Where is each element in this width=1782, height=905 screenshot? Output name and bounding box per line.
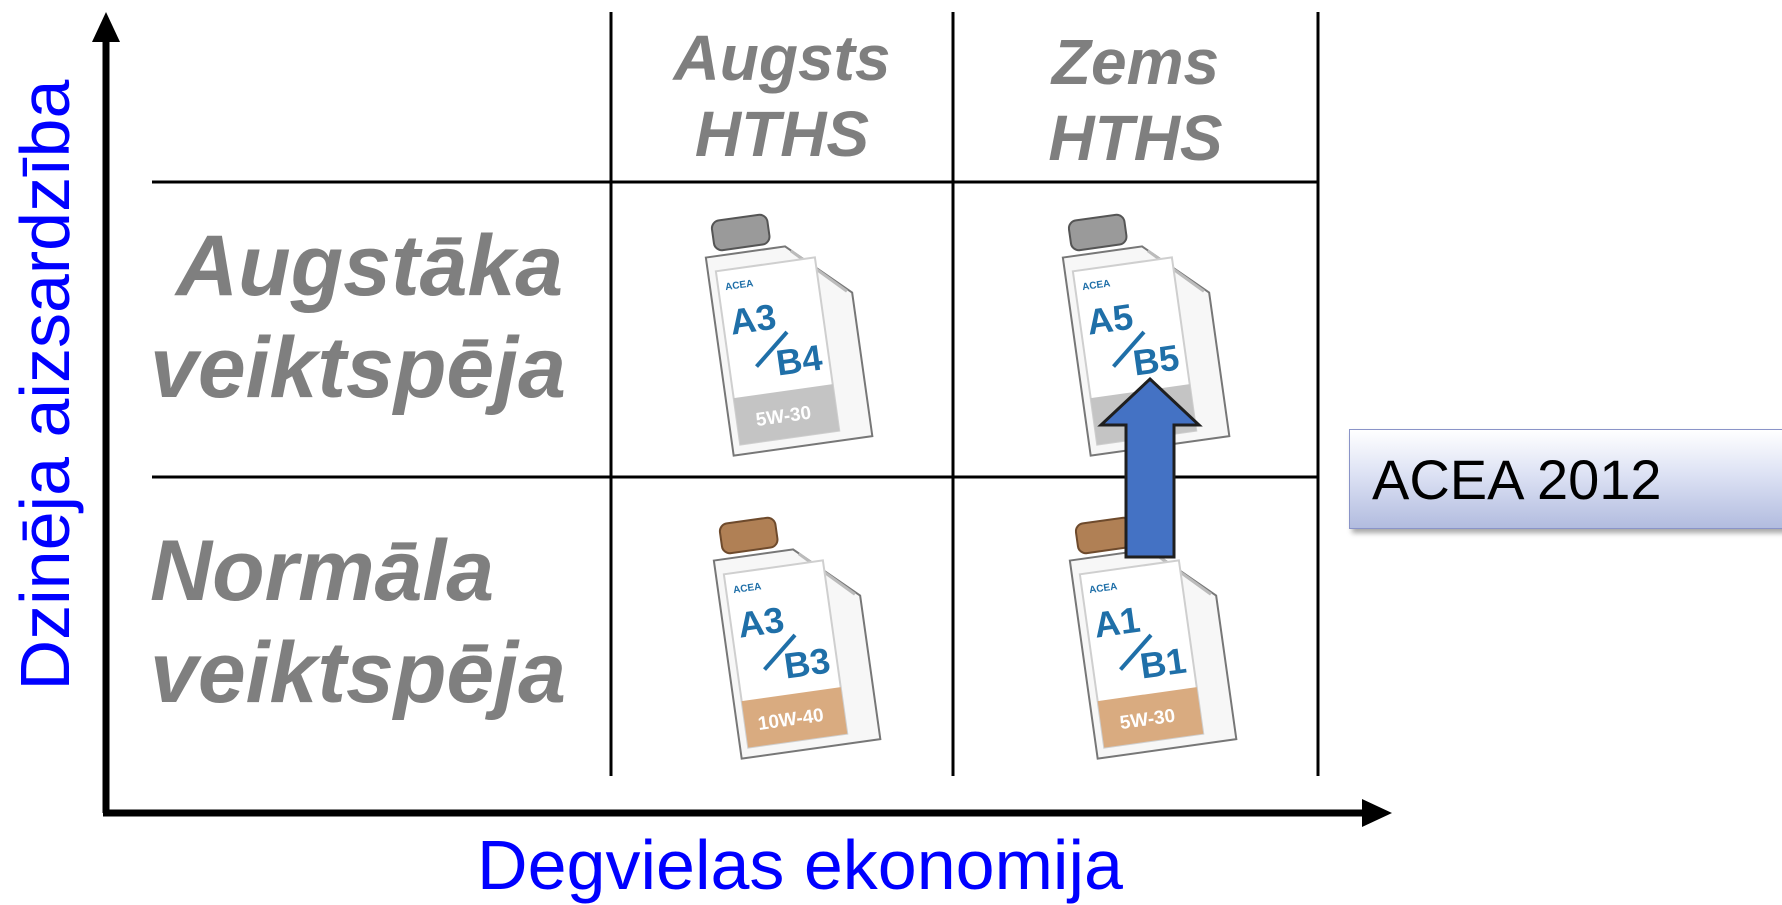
row-header-line: veiktspēja — [150, 320, 566, 416]
column-header-line: HTHS — [694, 98, 870, 170]
bottle-brand-text: ACEA — [1088, 581, 1118, 596]
column-header-line: Zems — [1051, 26, 1220, 98]
bottle-code-b: B3 — [781, 640, 832, 687]
bottle-viscosity-band — [741, 687, 848, 748]
bottle-code-slash — [755, 330, 789, 368]
bottle-code-a: A5 — [1084, 296, 1135, 343]
bottle-code-a: A3 — [735, 599, 786, 646]
row-header-line: Normāla — [150, 523, 495, 619]
bottle-cap — [710, 213, 771, 252]
bottle-brand-text: ACEA — [1081, 278, 1111, 293]
bottle-code-b: B5 — [1130, 337, 1181, 384]
column-header-line: Augsts — [673, 22, 891, 94]
y-axis-arrowhead — [92, 12, 120, 42]
bottle-code-b: B1 — [1137, 640, 1188, 687]
y-axis-label: Dzinēja aizsardzība — [6, 79, 84, 691]
bottle-handle — [789, 249, 848, 293]
x-axis-arrowhead — [1362, 799, 1392, 827]
upgrade-arrow — [1097, 376, 1203, 559]
bottle-code-a: A3 — [727, 296, 778, 343]
bottle-cap — [1067, 213, 1128, 252]
upgrade-arrow-shape — [1097, 376, 1203, 559]
column-header-low-hths: Zems HTHS — [953, 24, 1318, 176]
bottle-brand-text: ACEA — [732, 581, 762, 596]
bottle-handle — [1146, 249, 1205, 293]
acea-2012-label: ACEA 2012 — [1372, 448, 1662, 511]
bottle-code-slash — [1119, 633, 1153, 671]
bottle-code-slash — [1112, 330, 1146, 368]
bottle-a5-b5: ACEA A5 B5 5W-30 — [1061, 213, 1231, 457]
bottle-code-a: A1 — [1091, 599, 1142, 646]
column-header-high-hths: Augsts HTHS — [611, 20, 953, 172]
bottle-a3-b3: ACEA A3 B3 10W-40 — [712, 516, 882, 760]
bottle-cap — [718, 516, 779, 555]
bottle-brand-text: ACEA — [724, 278, 754, 293]
row-header-line: Augstāka — [176, 218, 564, 314]
x-axis-label: Degvielas ekonomija — [477, 826, 1123, 904]
bottle-code-slash — [763, 633, 797, 671]
row-header-line: veiktspēja — [150, 625, 566, 721]
bottle-viscosity-band — [1097, 687, 1204, 748]
bottle-code-b: B4 — [773, 337, 824, 384]
row-header-higher-performance: Augstāka veiktspēja — [150, 215, 605, 419]
column-header-line: HTHS — [1048, 102, 1223, 174]
bottle-a1-b1: ACEA A1 B1 5W-30 — [1068, 516, 1238, 760]
row-header-normal-performance: Normāla veiktspēja — [150, 520, 605, 724]
bottle-handle — [797, 552, 856, 596]
bottle-handle — [1153, 552, 1212, 596]
acea-2012-callout: ACEA 2012 — [1349, 429, 1782, 529]
bottle-viscosity-band — [733, 384, 840, 445]
bottle-a3-b4: ACEA A3 B4 5W-30 — [704, 213, 874, 457]
